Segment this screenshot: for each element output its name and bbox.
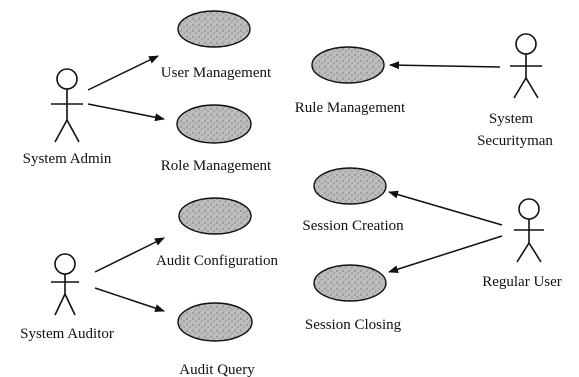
use-case-user-management: User Management — [161, 10, 272, 81]
use-case-label-session-creation: Session Creation — [302, 218, 404, 234]
arrow-securityman-to-rule-management — [389, 61, 501, 70]
use-case-session-creation: Session Creation — [302, 167, 404, 234]
arrow-user-to-session-creation — [388, 190, 503, 226]
use-case-audit-query: Audit Query — [177, 302, 255, 377]
use-case-label-audit-configuration: Audit Configuration — [156, 253, 279, 269]
arrow-admin-to-role-management — [87, 103, 165, 122]
actor-label-regular-user: Regular User — [482, 274, 562, 290]
actor-system-admin — [51, 68, 83, 143]
actor-label-system-admin: System Admin — [23, 151, 112, 167]
actor-system-securityman — [510, 33, 542, 99]
use-case-rule-management: Rule Management — [295, 46, 406, 116]
use-case-label-audit-query: Audit Query — [179, 362, 255, 377]
use-case-role-management: Role Management — [161, 104, 272, 174]
actor-system-auditor — [51, 253, 79, 316]
arrow-auditor-to-audit-query — [94, 287, 165, 312]
arrow-user-to-session-closing — [388, 235, 503, 274]
arrow-auditor-to-audit-configuration — [94, 237, 165, 273]
actor-label-system-securityman-line1: System — [489, 111, 534, 127]
use-case-label-user-management: User Management — [161, 65, 272, 81]
arrow-admin-to-user-management — [87, 55, 159, 91]
actor-label-system-auditor: System Auditor — [20, 326, 114, 342]
use-case-audit-configuration: Audit Configuration — [156, 197, 279, 269]
use-case-label-rule-management: Rule Management — [295, 100, 406, 116]
use-case-session-closing: Session Closing — [305, 264, 402, 333]
use-case-label-session-closing: Session Closing — [305, 317, 402, 333]
use-case-label-role-management: Role Management — [161, 158, 272, 174]
actor-regular-user — [514, 198, 544, 263]
actor-label-system-securityman-line2: Securityman — [477, 133, 553, 149]
